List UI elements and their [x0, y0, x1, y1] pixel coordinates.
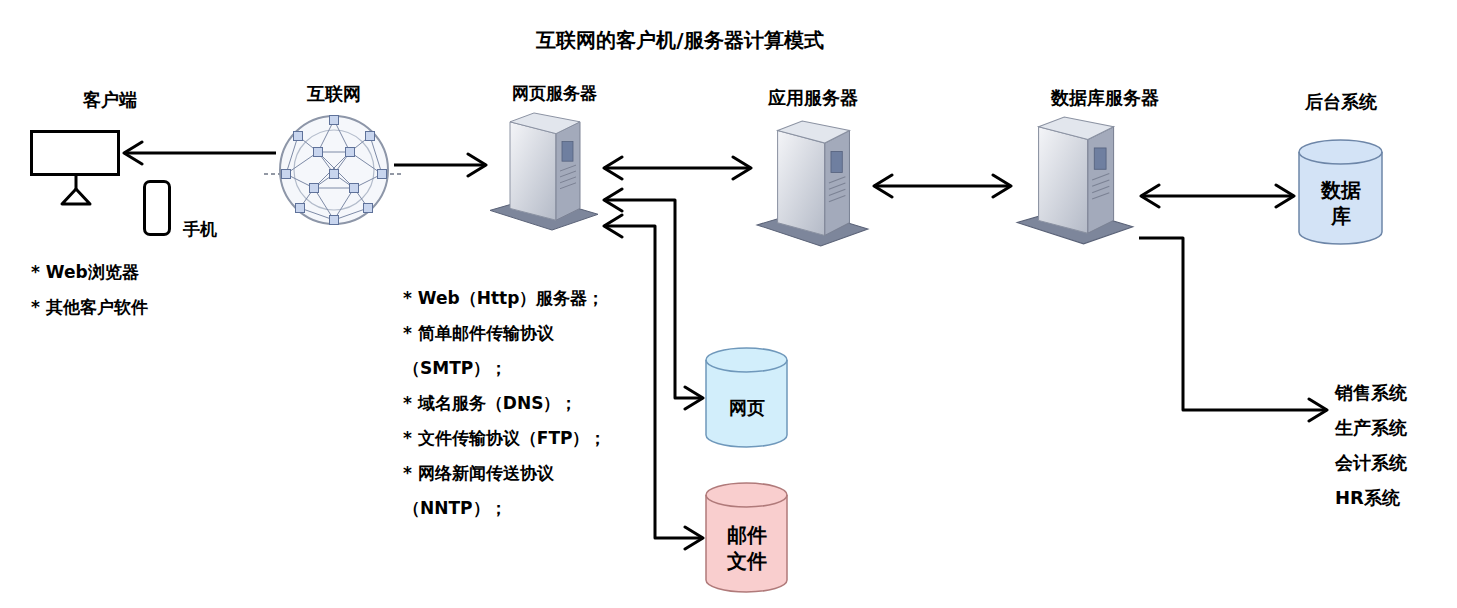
- connector-arrow: [1141, 195, 1294, 198]
- text-group: 数据库服务器: [1030, 86, 1180, 109]
- connector-arrow: [394, 164, 486, 167]
- client-monitor: 客户端* Web浏览器* 其他客户软件: [30, 130, 120, 176]
- globe-drawing: [276, 112, 392, 228]
- connector-arrow: [604, 167, 751, 170]
- web-server: 网页服务器* Web（Http）服务器；* 简单邮件传输协议 （SMTP）；* …: [488, 112, 600, 232]
- list-item: * 其他客户软件: [31, 290, 251, 325]
- text-group: 手机: [183, 218, 253, 240]
- connector-arrow: [124, 152, 276, 155]
- list-item: HR系统: [1335, 480, 1445, 515]
- list-item: * 简单邮件传输协议 （SMTP）；: [403, 316, 641, 386]
- list-item: 会计系统: [1335, 445, 1445, 480]
- internet-globe: 互联网: [276, 112, 392, 228]
- store-label: 数据库: [1320, 177, 1362, 229]
- store-label: 网页: [729, 396, 765, 419]
- node-heading: 互联网: [264, 82, 404, 105]
- server-drawing: [1015, 116, 1135, 246]
- node-heading: 手机: [183, 218, 253, 240]
- mail-files-store: 邮件文件: [705, 483, 788, 593]
- list-item: * Web（Http）服务器；: [403, 281, 641, 316]
- connector-arrow: [874, 185, 1011, 188]
- node-heading: 后台系统: [1273, 90, 1408, 113]
- text-group: 邮件文件: [705, 507, 788, 589]
- monitor-stem: [75, 176, 78, 189]
- node-heading: 客户端: [83, 88, 183, 111]
- database-cylinder: 后台系统数据库: [1298, 140, 1383, 245]
- diagram-title: 互联网的客户机/服务器计算模式: [430, 27, 930, 54]
- list-item: 生产系统: [1335, 410, 1445, 445]
- text-group: * Web（Http）服务器；* 简单邮件传输协议 （SMTP）；* 域名服务（…: [403, 281, 641, 526]
- list-item: * 文件传输协议（FTP）；: [403, 421, 641, 456]
- text-group: 应用服务器: [743, 86, 883, 109]
- server-drawing: [755, 120, 870, 248]
- text-group: 网页: [705, 372, 788, 444]
- node-heading: 应用服务器: [743, 86, 883, 109]
- store-label: 邮件文件: [726, 522, 768, 574]
- web-pages-store: 网页: [705, 348, 788, 448]
- monitor-stand: [62, 189, 90, 204]
- application-server: 应用服务器: [755, 120, 870, 248]
- text-group: 互联网: [264, 82, 404, 105]
- text-group: 数据库: [1298, 164, 1383, 241]
- node-heading: 网页服务器: [484, 82, 624, 104]
- connector-arrow: [1139, 238, 1327, 410]
- list-item: 销售系统: [1335, 375, 1445, 410]
- list-item: * 网络新闻传送协议 （NNTP）；: [403, 456, 641, 526]
- connector-arrow: [604, 226, 703, 538]
- phone-icon: 手机: [143, 180, 171, 236]
- list-item: * 域名服务（DNS）；: [403, 386, 641, 421]
- text-group: * Web浏览器* 其他客户软件: [31, 255, 251, 325]
- server-drawing: [488, 112, 600, 232]
- database-server: 数据库服务器: [1015, 116, 1135, 246]
- text-group: 网页服务器: [484, 82, 624, 104]
- text-group: 后台系统: [1273, 90, 1408, 113]
- node-heading: 数据库服务器: [1030, 86, 1180, 109]
- list-item: * Web浏览器: [31, 255, 251, 290]
- backend-system-list: 销售系统生产系统会计系统HR系统: [1335, 375, 1411, 515]
- text-group: 销售系统生产系统会计系统HR系统: [1335, 375, 1445, 515]
- text-group: 客户端: [83, 88, 183, 111]
